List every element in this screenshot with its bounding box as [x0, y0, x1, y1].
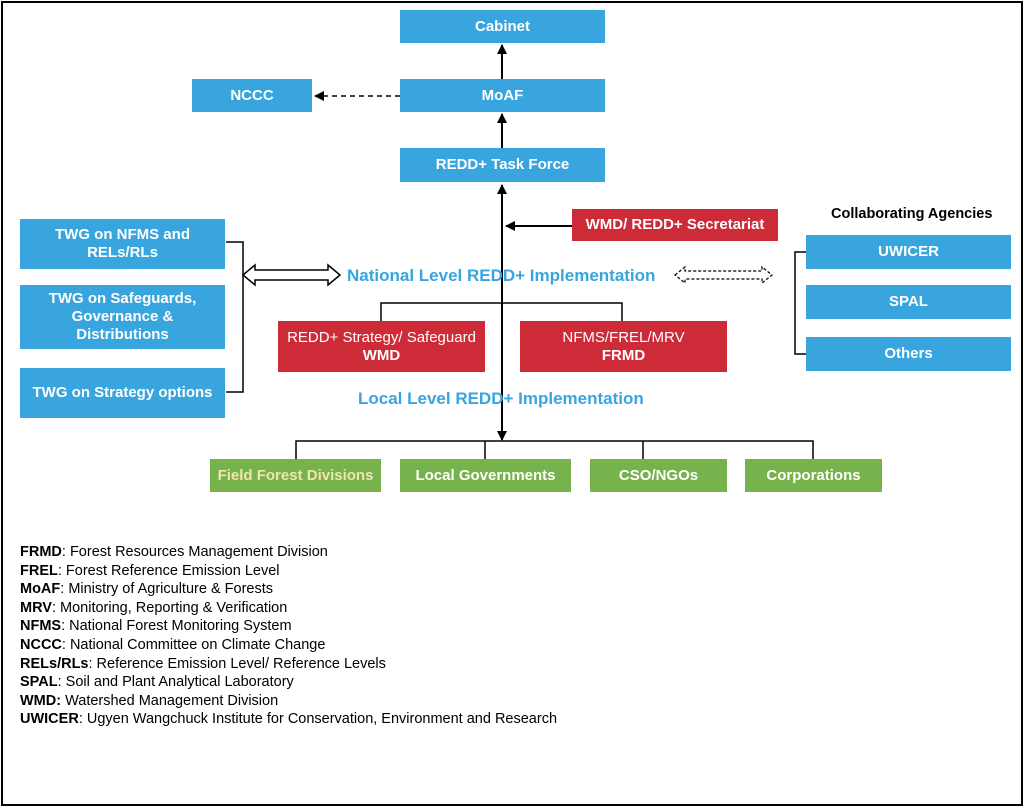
legend-row: WMD: Watershed Management Division: [20, 692, 557, 711]
legend-text: : Monitoring, Reporting & Verification: [51, 599, 288, 616]
twg-bracket: [226, 241, 244, 393]
legend-abbr: NCCC: [20, 636, 62, 653]
secretariat-box: WMD/ REDD+ Secretariat: [572, 209, 778, 241]
local-level-label: Local Level REDD+ Implementation: [358, 389, 644, 408]
legend-row: UWICER: Ugyen Wangchuck Institute for Co…: [20, 710, 557, 729]
moaf-box: MoAF: [400, 79, 605, 112]
legend-abbr: WMD:: [20, 692, 62, 709]
abbreviation-legend: FRMD: Forest Resources Management Divisi…: [20, 543, 557, 729]
legend-row: MoAF: Ministry of Agriculture & Forests: [20, 580, 557, 599]
task-force-box: REDD+ Task Force: [400, 148, 605, 182]
others-label: Others: [884, 345, 933, 362]
legend-row: MRV: Monitoring, Reporting & Verificatio…: [20, 599, 557, 618]
twg-safeguards-box: TWG on Safeguards, Governance & Distribu…: [20, 285, 225, 349]
corporations-box: Corporations: [745, 459, 882, 492]
twg-strategy-label: TWG on Strategy options: [32, 384, 213, 401]
legend-text: : Forest Reference Emission Level: [57, 562, 280, 579]
nfms-frel-line1: NFMS/FREL/MRV: [562, 328, 685, 346]
legend-text: : Ugyen Wangchuck Institute for Conserva…: [78, 711, 558, 728]
legend-text: : Soil and Plant Analytical Laboratory: [57, 674, 294, 691]
legend-abbr: NFMS: [20, 618, 62, 635]
legend-text: Watershed Management Division: [61, 692, 279, 709]
moaf-label: MoAF: [481, 86, 524, 104]
legend-text: : Reference Emission Level/ Reference Le…: [88, 655, 386, 672]
legend-text: : National Forest Monitoring System: [61, 618, 292, 635]
legend-abbr: SPAL: [20, 674, 58, 691]
redd-strategy-line2: WMD: [362, 346, 401, 364]
collaborating-agencies-label: Collaborating Agencies: [831, 206, 993, 222]
twg-nfms-label: TWG on NFMS and RELs/RLs: [55, 226, 190, 261]
cso-box: CSO/NGOs: [590, 459, 727, 492]
local-branch: [295, 440, 814, 459]
legend-abbr: UWICER: [20, 711, 79, 728]
corporations-label: Corporations: [766, 466, 861, 484]
national-level-label: National Level REDD+ Implementation: [347, 266, 656, 285]
field-forest-label: Field Forest Divisions: [217, 466, 374, 484]
spal-label: SPAL: [889, 293, 928, 310]
field-forest-box: Field Forest Divisions: [210, 459, 381, 492]
legend-row: NFMS: National Forest Monitoring System: [20, 617, 557, 636]
twg-strategy-box: TWG on Strategy options: [20, 368, 225, 418]
legend-row: NCCC: National Committee on Climate Chan…: [20, 636, 557, 655]
nfms-frel-box: NFMS/FREL/MRV FRMD: [520, 321, 727, 372]
legend-row: SPAL: Soil and Plant Analytical Laborato…: [20, 673, 557, 692]
national-branch: [380, 302, 623, 321]
legend-abbr: MoAF: [20, 581, 61, 598]
collab-dashed-double-arrow: [674, 265, 773, 285]
legend-text: : Forest Resources Management Division: [61, 544, 328, 560]
others-box: Others: [806, 337, 1011, 371]
twg-nfms-box: TWG on NFMS and RELs/RLs: [20, 219, 225, 269]
legend-text: : National Committee on Climate Change: [61, 636, 326, 653]
local-gov-label: Local Governments: [415, 466, 556, 484]
nfms-frel-line2: FRMD: [601, 346, 646, 364]
spal-box: SPAL: [806, 285, 1011, 319]
twg-double-arrow: [241, 263, 342, 287]
collab-bracket: [794, 251, 806, 355]
cso-label: CSO/NGOs: [618, 466, 699, 484]
legend-row: RELs/RLs: Reference Emission Level/ Refe…: [20, 655, 557, 674]
cabinet-label: Cabinet: [474, 17, 530, 35]
nccc-label: NCCC: [230, 86, 274, 104]
legend-text: : Ministry of Agriculture & Forests: [60, 581, 273, 598]
twg-safeguards-label: TWG on Safeguards, Governance & Distribu…: [48, 290, 197, 343]
legend-abbr: FRMD: [20, 544, 62, 560]
legend-row: FRMD: Forest Resources Management Divisi…: [20, 543, 557, 562]
nccc-box: NCCC: [192, 79, 312, 112]
legend-abbr: FREL: [20, 562, 58, 579]
redd-strategy-line1: REDD+ Strategy/ Safeguard: [287, 328, 476, 346]
redd-strategy-box: REDD+ Strategy/ Safeguard WMD: [278, 321, 485, 372]
secretariat-label: WMD/ REDD+ Secretariat: [585, 216, 765, 233]
legend-row: FREL: Forest Reference Emission Level: [20, 562, 557, 581]
legend-abbr: RELs/RLs: [20, 655, 89, 672]
local-gov-box: Local Governments: [400, 459, 571, 492]
task-force-label: REDD+ Task Force: [435, 156, 570, 173]
cabinet-box: Cabinet: [400, 10, 605, 43]
uwicer-label: UWICER: [878, 243, 939, 260]
uwicer-box: UWICER: [806, 235, 1011, 269]
legend-abbr: MRV: [20, 599, 52, 616]
